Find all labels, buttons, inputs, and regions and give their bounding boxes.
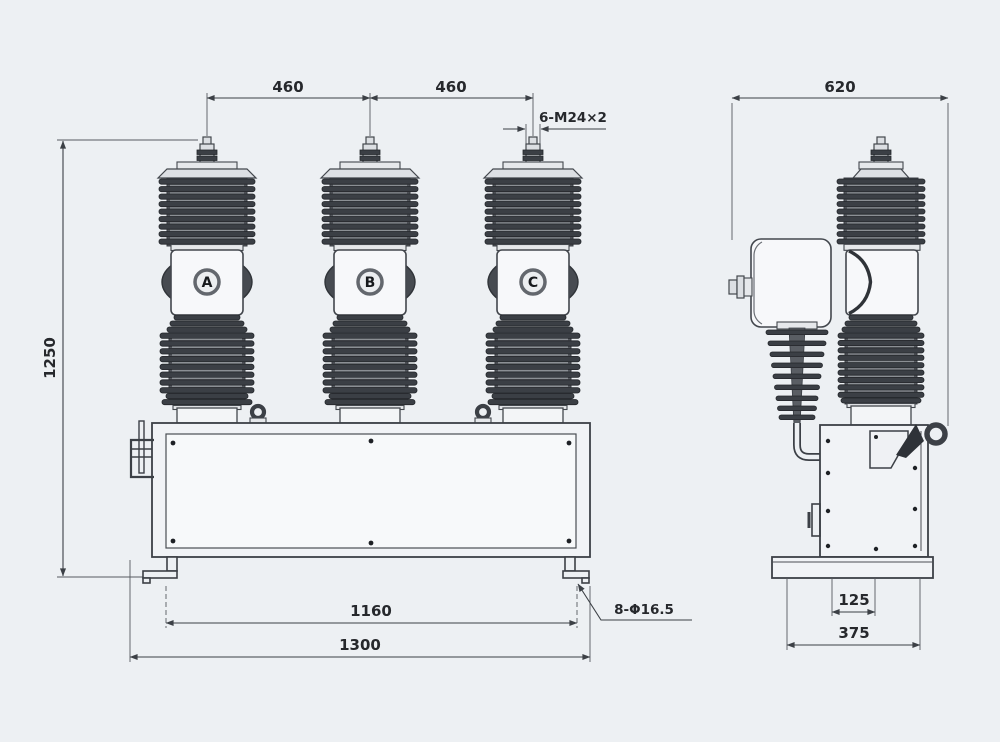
mounting-foot-right xyxy=(562,556,590,584)
pull-ring xyxy=(924,422,948,446)
dim-label-total-width: 1300 xyxy=(339,636,381,654)
dim-label-total-height: 1250 xyxy=(41,337,59,379)
front-view: 460 460 6-M24×2 1250 A B C xyxy=(41,78,692,662)
bracket-plate xyxy=(869,424,924,469)
dim-overall-height: 1250 xyxy=(41,139,198,578)
dim-terminal-stud: 6-M24×2 xyxy=(503,110,607,150)
dim-label-base-width: 375 xyxy=(838,624,869,642)
sensor-box xyxy=(728,238,832,328)
tank-front xyxy=(151,422,591,558)
dim-side-width: 620 xyxy=(731,78,949,426)
pole-side xyxy=(836,136,926,426)
side-view: 620 xyxy=(728,78,949,650)
dim-base-side: 125 375 xyxy=(786,578,921,650)
mounting-foot-left xyxy=(142,556,178,584)
lifting-eye-right xyxy=(474,403,492,424)
dim-label-460-right: 460 xyxy=(435,78,466,96)
phase-label-a: A xyxy=(202,275,213,291)
phase-label-c: C xyxy=(528,275,538,291)
dim-label-side-width: 620 xyxy=(824,78,855,96)
handle-bracket xyxy=(129,420,154,479)
dim-label-base-slot: 125 xyxy=(838,591,869,609)
base-plate-side xyxy=(771,556,934,579)
dim-bottom-front: 1160 1300 8-Φ16.5 xyxy=(129,560,692,662)
dim-label-mounting-holes: 8-Φ16.5 xyxy=(614,602,674,618)
dim-pole-spacing: 460 460 xyxy=(206,78,534,136)
phase-label-b: B xyxy=(365,275,376,291)
dim-label-460-left: 460 xyxy=(272,78,303,96)
dim-label-terminal-stud: 6-M24×2 xyxy=(539,110,607,126)
dim-label-hole-span: 1160 xyxy=(350,602,392,620)
sensor-bushing xyxy=(765,321,829,461)
lifting-eye-left xyxy=(249,403,267,424)
